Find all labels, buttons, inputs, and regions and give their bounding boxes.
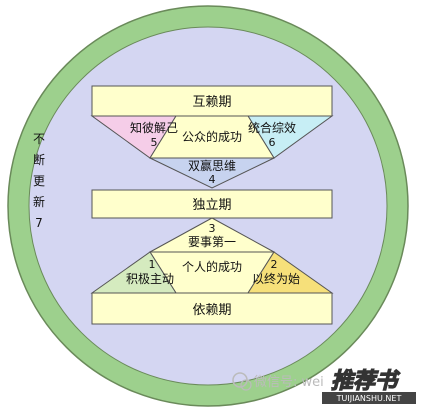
- habit-1-number: 1: [149, 258, 156, 271]
- public-victory-text: 公众的成功: [182, 129, 242, 144]
- interdependence-label: 互赖期: [192, 95, 231, 110]
- habit-5-text: 知彼解己: [130, 121, 178, 135]
- renewal-char-4: 新: [33, 194, 45, 209]
- brand-watermark: 推荐书 TUIJIANSHU.NET: [322, 368, 416, 404]
- dependence-bar: [91, 292, 333, 325]
- habit-3-text: 要事第一: [188, 235, 236, 249]
- renewal-label: 不 断 更 新 7: [33, 132, 45, 230]
- habit-6-text: 统合综效: [248, 120, 296, 135]
- brand-url-band: [322, 392, 416, 404]
- habit-2-number: 2: [271, 258, 278, 271]
- independence-bar: [91, 189, 333, 219]
- renewal-number: 7: [35, 216, 43, 230]
- wechat-watermark: 微信号: wei: [232, 372, 324, 391]
- habit-3-number: 3: [209, 222, 216, 235]
- habit-4-number: 4: [209, 173, 216, 186]
- habit-6-number: 6: [269, 136, 276, 149]
- habit-4-text: 双赢思维: [188, 158, 236, 173]
- private-victory-text: 个人的成功: [182, 259, 242, 274]
- wechat-icon-bubble: [240, 379, 252, 391]
- habit-5-number: 5: [151, 136, 158, 149]
- habit-2-text: 以终为始: [252, 271, 300, 286]
- renewal-char-1: 不: [33, 132, 45, 146]
- wechat-id-text: 微信号: wei: [254, 375, 324, 390]
- renewal-char-3: 更: [33, 174, 45, 188]
- dependence-label: 依赖期: [192, 303, 231, 318]
- independence-label: 独立期: [192, 198, 231, 213]
- brand-url-text: TUIJIANSHU.NET: [336, 394, 402, 403]
- habit-1-text: 积极主动: [126, 272, 174, 286]
- renewal-char-2: 断: [33, 152, 45, 167]
- brand-logo-text: 推荐书: [331, 369, 401, 394]
- habit-4-region: [149, 157, 275, 189]
- interdependence-bar: [91, 85, 333, 117]
